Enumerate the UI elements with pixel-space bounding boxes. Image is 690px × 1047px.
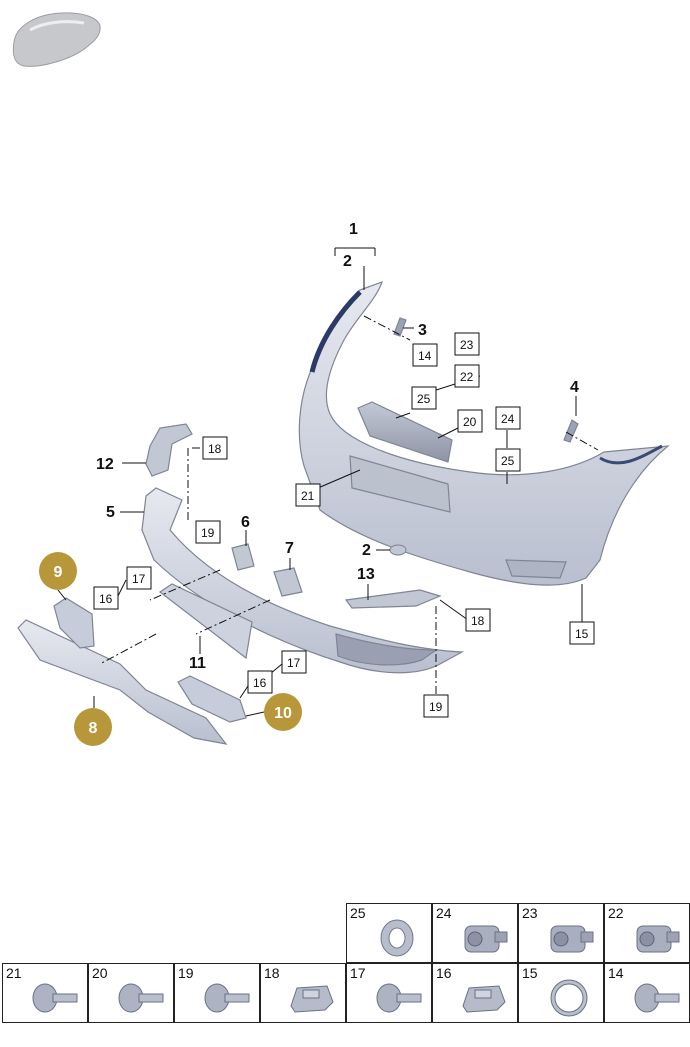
leader-lines <box>57 247 599 717</box>
box-17b: 17 <box>287 656 301 670</box>
box-14: 14 <box>418 349 432 363</box>
box-19b: 19 <box>429 700 443 714</box>
sensor-icon <box>464 925 508 953</box>
boxed-refs <box>93 332 595 718</box>
legend-cell-20: 20 <box>88 963 174 1023</box>
callout-6: 6 <box>241 514 250 531</box>
box-18a: 18 <box>208 442 222 456</box>
vent-frame-10 <box>177 675 247 723</box>
box-18b: 18 <box>471 614 485 628</box>
box-19a: 19 <box>201 526 215 540</box>
clip-icon <box>462 985 506 1013</box>
sensor-icon <box>636 925 680 953</box>
legend-cell-25: 25 <box>346 903 432 963</box>
bracket-7 <box>273 567 303 597</box>
callout-4: 4 <box>570 379 579 396</box>
highlight-10[interactable]: 10 <box>264 693 302 731</box>
vent-frame-9 <box>53 597 95 649</box>
legend-number: 15 <box>522 965 538 981</box>
screw-icon <box>118 983 164 1013</box>
box-20: 20 <box>463 415 477 429</box>
legend-cell-14: 14 <box>604 963 690 1023</box>
callout-2: 2 <box>343 253 352 270</box>
strip-3 <box>393 317 407 337</box>
svg-text:10: 10 <box>274 705 292 722</box>
clip-icon <box>290 985 334 1013</box>
cap-2 <box>389 544 407 556</box>
legend-number: 20 <box>92 965 108 981</box>
box-23: 23 <box>460 338 474 352</box>
box-21: 21 <box>301 489 315 503</box>
legend-number: 14 <box>608 965 624 981</box>
legend-cell-17: 17 <box>346 963 432 1023</box>
bracket-6 <box>231 543 255 571</box>
callout-13: 13 <box>357 566 375 583</box>
box-16a: 16 <box>99 592 113 606</box>
bumper-cover <box>298 281 670 586</box>
fastener-legend: 25 24 23 22 21 20 19 18 17 16 15 14 <box>0 903 690 1025</box>
legend-cell-23: 23 <box>518 903 604 963</box>
sensor-icon <box>550 925 594 953</box>
box-25a: 25 <box>417 392 431 406</box>
legend-cell-22: 22 <box>604 903 690 963</box>
legend-cell-21: 21 <box>2 963 88 1023</box>
box-15: 15 <box>575 627 589 641</box>
legend-number: 21 <box>6 965 22 981</box>
screw-icon <box>376 983 422 1013</box>
highlight-9[interactable]: 9 <box>39 552 77 590</box>
callout-5: 5 <box>106 504 115 521</box>
car-thumbnail-icon <box>12 12 101 67</box>
bracket-12 <box>145 423 193 477</box>
callout-11: 11 <box>189 655 206 672</box>
legend-number: 23 <box>522 905 538 921</box>
legend-number: 16 <box>436 965 452 981</box>
legend-cell-15: 15 <box>518 963 604 1023</box>
legend-cell-16: 16 <box>432 963 518 1023</box>
legend-cell-24: 24 <box>432 903 518 963</box>
grille-11 <box>158 583 253 660</box>
legend-number: 17 <box>350 965 366 981</box>
grille-frame-8 <box>17 619 228 745</box>
callout-12: 12 <box>96 456 114 473</box>
legend-number: 19 <box>178 965 194 981</box>
box-24: 24 <box>501 412 515 426</box>
legend-number: 24 <box>436 905 452 921</box>
legend-cell-19: 19 <box>174 963 260 1023</box>
svg-text:8: 8 <box>89 720 98 737</box>
grommet-icon <box>380 919 414 957</box>
screw-icon <box>204 983 250 1013</box>
legend-number: 22 <box>608 905 624 921</box>
legend-number: 25 <box>350 905 366 921</box>
bracket-13 <box>344 589 442 609</box>
box-22: 22 <box>460 370 474 384</box>
highlight-8[interactable]: 8 <box>74 708 112 746</box>
callout-3: 3 <box>418 322 427 339</box>
callout-1: 1 <box>349 221 358 238</box>
screw-icon <box>32 983 78 1013</box>
strip-4 <box>563 419 579 443</box>
callout-2b: 2 <box>362 542 371 559</box>
box-16b: 16 <box>253 676 267 690</box>
callout-7: 7 <box>285 540 294 557</box>
legend-cell-18: 18 <box>260 963 346 1023</box>
retainer-ring-icon <box>550 979 588 1017</box>
screw-icon <box>634 983 680 1013</box>
svg-text:9: 9 <box>54 564 63 581</box>
box-17a: 17 <box>132 572 146 586</box>
legend-number: 18 <box>264 965 280 981</box>
box-25b: 25 <box>501 454 515 468</box>
